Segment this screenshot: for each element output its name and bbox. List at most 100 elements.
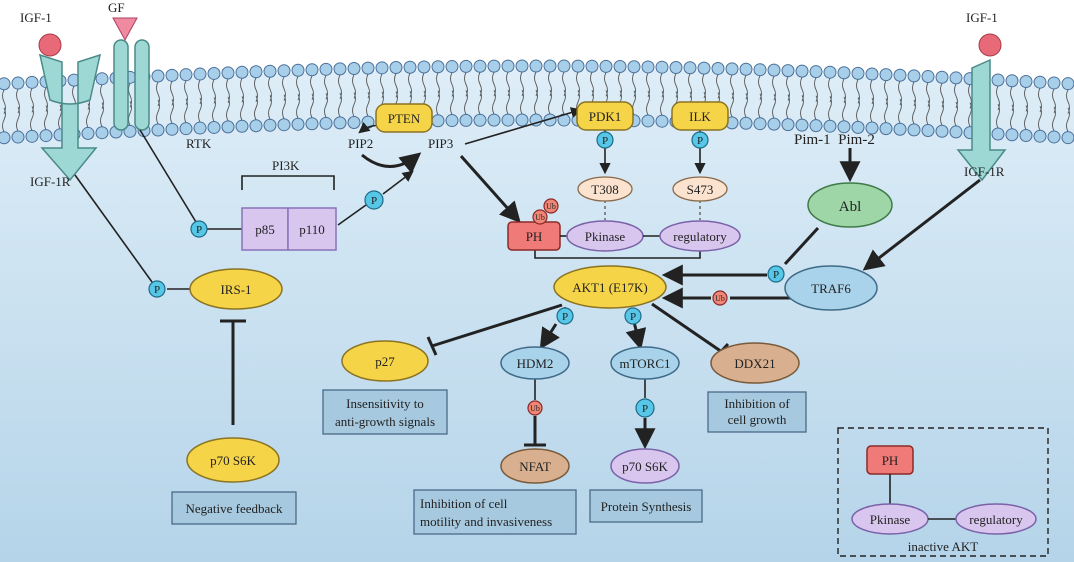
svg-text:Ub: Ub (535, 213, 545, 222)
insensitivity-box (322, 389, 448, 435)
phospho-marker-pip3: P (364, 190, 384, 210)
igf1r-right-receptor (956, 33, 1007, 182)
svg-text:P: P (154, 284, 160, 296)
rtk-label: RTK (186, 136, 212, 151)
inset-pkinase-label: Pkinase (870, 512, 911, 527)
traf6-node (784, 265, 878, 311)
motility-box (413, 489, 577, 535)
ilk-label: ILK (689, 109, 711, 124)
inactive-akt-inset (837, 427, 1049, 557)
ilk-node (671, 101, 729, 131)
protein-synthesis-label: Protein Synthesis (601, 499, 692, 514)
igf1-label-left: IGF-1 (20, 10, 52, 25)
ubiquitin-marker-hdm2: Ub (527, 400, 543, 416)
svg-text:Ub: Ub (546, 202, 556, 211)
phospho-marker-mtorc1: P (624, 307, 642, 325)
phospho-marker-pi3k: P (190, 220, 208, 238)
motility-label-line2: motility and invasiveness (420, 514, 552, 529)
traf6-label: TRAF6 (811, 281, 851, 296)
inset-ph-label: PH (882, 453, 899, 468)
inset-regulatory-label: regulatory (969, 512, 1023, 527)
pip3-label: PIP3 (428, 136, 453, 151)
svg-text:P: P (773, 269, 779, 281)
t308-site (577, 176, 633, 202)
svg-text:P: P (697, 135, 703, 147)
insensitivity-label-line2: anti-growth signals (335, 414, 435, 429)
negative-feedback-label: Negative feedback (185, 501, 283, 516)
svg-text:P: P (642, 403, 648, 415)
igf1r-left-receptor (38, 33, 102, 182)
p70s6k-node (610, 448, 680, 484)
p70s6k-feedback-label: p70 S6K (210, 453, 256, 468)
pim-label: Pim-1 Pim-2 (794, 132, 875, 148)
ph-label: PH (526, 229, 543, 244)
pi3k-label: PI3K (272, 158, 300, 173)
phospho-marker-hdm2: P (556, 307, 574, 325)
phospho-marker-pdk1: P (596, 131, 614, 149)
mtorc1-label: mTORC1 (619, 356, 670, 371)
abl-node (807, 182, 893, 228)
phospho-marker-ilk: P (691, 131, 709, 149)
akt1-label: AKT1 (E17K) (572, 280, 647, 295)
pdk1-label: PDK1 (589, 109, 622, 124)
ubiquitin-marker-ph-1: Ub (532, 209, 548, 225)
ubiquitin-marker-ph-2: Ub (543, 198, 559, 214)
akt1-node (553, 265, 667, 309)
ubiquitin-marker-traf6: Ub (712, 290, 728, 306)
p70s6k-feedback-node (186, 437, 280, 483)
phospho-marker-irs1: P (148, 280, 166, 298)
igf1r-label-left: IGF-1R (30, 174, 71, 189)
inhibition-growth-label-line1: Inhibition of (724, 396, 790, 411)
pdk1-node (576, 101, 634, 131)
mtorc1-node (610, 346, 680, 380)
svg-text:P: P (602, 135, 608, 147)
svg-text:Ub: Ub (715, 294, 725, 303)
motility-label-line1: Inhibition of cell (420, 496, 508, 511)
p110-subunit (287, 207, 337, 251)
svg-text:P: P (562, 311, 568, 323)
regulatory-label: regulatory (673, 229, 727, 244)
svg-text:P: P (371, 195, 377, 207)
igf1-label-right: IGF-1 (966, 10, 998, 25)
igf1-ligand-left (38, 33, 62, 57)
s473-site (672, 176, 728, 202)
irs1-node (189, 268, 283, 310)
p70s6k-label: p70 S6K (622, 459, 668, 474)
inset-caption: inactive AKT (908, 539, 978, 554)
p110-label: p110 (299, 222, 325, 237)
rtk-receptor (112, 17, 150, 131)
pten-node (375, 103, 433, 133)
pip2-label: PIP2 (348, 136, 373, 151)
negative-feedback-box (171, 491, 297, 525)
inhibition-growth-label-line2: cell growth (728, 412, 787, 427)
irs1-label: IRS-1 (220, 282, 251, 297)
inset-regulatory-domain (955, 503, 1037, 535)
nfat-label: NFAT (519, 459, 551, 474)
igf1r-label-right: IGF-1R (964, 164, 1005, 179)
svg-text:Ub: Ub (530, 404, 540, 413)
nfat-node (500, 448, 570, 484)
p85-label: p85 (255, 222, 275, 237)
t308-label: T308 (591, 182, 618, 197)
p27-label: p27 (375, 354, 395, 369)
gf-label: GF (108, 0, 125, 15)
protein-synthesis-box (589, 489, 703, 523)
hdm2-label: HDM2 (517, 356, 554, 371)
abl-label: Abl (839, 199, 862, 215)
hdm2-node (500, 346, 570, 380)
cell-membrane (0, 59, 1074, 145)
phospho-marker-abl: P (767, 265, 785, 283)
p27-node (341, 340, 429, 382)
svg-text:P: P (630, 311, 636, 323)
gf-ligand (112, 17, 138, 42)
s473-label: S473 (687, 182, 714, 197)
igf1-ligand-right (978, 33, 1002, 57)
svg-text:P: P (196, 224, 202, 236)
ddx21-label: DDX21 (734, 356, 775, 371)
regulatory-domain (659, 220, 741, 252)
phospho-marker-p70s6k: P (635, 398, 655, 418)
pkinase-label: Pkinase (585, 229, 626, 244)
insensitivity-label-line1: Insensitivity to (346, 396, 424, 411)
inhibition-growth-box (707, 391, 807, 433)
